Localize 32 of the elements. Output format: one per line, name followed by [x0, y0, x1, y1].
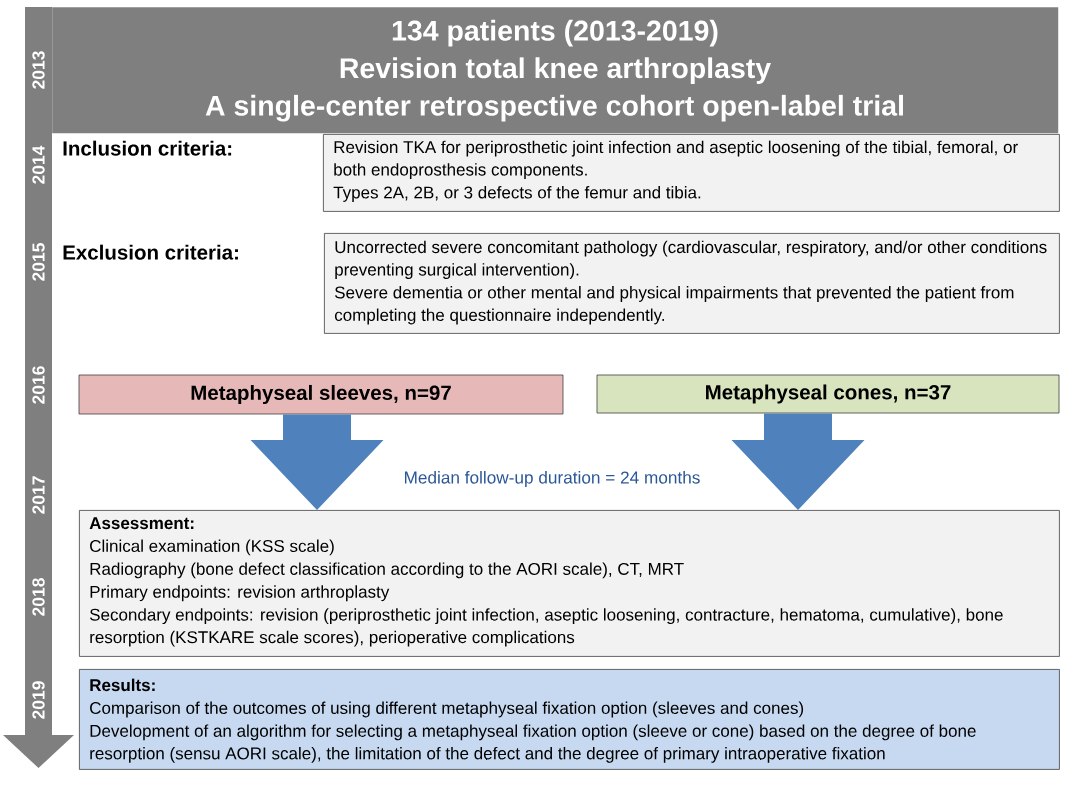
title-text: Revision total knee arthroplasty: [340, 57, 771, 84]
section-heading: Exclusion criteria:: [63, 244, 238, 260]
block-arrow: [250, 414, 384, 510]
year-label: 2017: [32, 476, 45, 514]
body-text: Radiography (bone defect classification according to the AORI scale), CT, MRT: [90, 562, 684, 579]
criteria-text: Severe dementia or other mental and physical impairments that prevented the patient from completing the questionnaire independently.: [334, 286, 1014, 325]
title-text: A single-center retrospective cohort open-label trial: [205, 94, 903, 122]
box-heading: Assessment:: [89, 517, 194, 530]
body-text: Primary endpoints: revision arthroplasty: [90, 585, 390, 602]
criteria-text: Uncorrected severe concomitant pathology (cardiovascular, respiratory, and/or other conditions preventing surgical intervention).: [335, 240, 1047, 279]
summary-box: [79, 510, 1060, 657]
group-box: Metaphyseal sleeves, n=97: [78, 374, 564, 415]
criteria-box: [323, 134, 1060, 212]
summary-box: [79, 669, 1060, 770]
criteria-text: Revision TKA for periprosthetic joint infection and aseptic loosening of the tibial, femoral, or both endoprosthesis components.: [334, 140, 1018, 179]
group-box: Metaphyseal cones, n=37: [596, 374, 1060, 414]
title-banner: [52, 7, 1059, 134]
title-text: 134 patients (2013-2019): [392, 19, 718, 47]
year-label: 2016: [32, 366, 45, 404]
note-text: Median follow-up duration = 24 months: [405, 471, 700, 488]
year-label: 2018: [32, 578, 45, 616]
body-text: Comparison of the outcomes of using different metaphyseal fixation option (sleeves and cones): [90, 701, 804, 718]
body-text: Development of an algorithm for selecting a metaphyseal fixation option (sleeve or cone) based on the degree of bone resorption (sensu AORI scale), the limitation of the defect and the degree of primary intraoperative fixation: [90, 724, 976, 763]
year-label: 2014: [32, 145, 45, 184]
criteria-text: Types 2A, 2B, or 3 defects of the femur and tibia.: [333, 186, 701, 202]
block-arrow: [731, 413, 865, 510]
year-label: 2019: [32, 681, 45, 719]
body-text: Secondary endpoints: revision (periprosthetic joint infection, aseptic loosening, contracture, hematoma, cumulative), bone resorption (KSTKARE scale scores), perioperative complications: [89, 608, 1003, 647]
year-label: 2015: [32, 243, 45, 281]
box-heading: Results:: [90, 678, 155, 692]
criteria-box: [324, 233, 1060, 334]
body-text: Clinical examination (KSS scale): [90, 539, 334, 556]
